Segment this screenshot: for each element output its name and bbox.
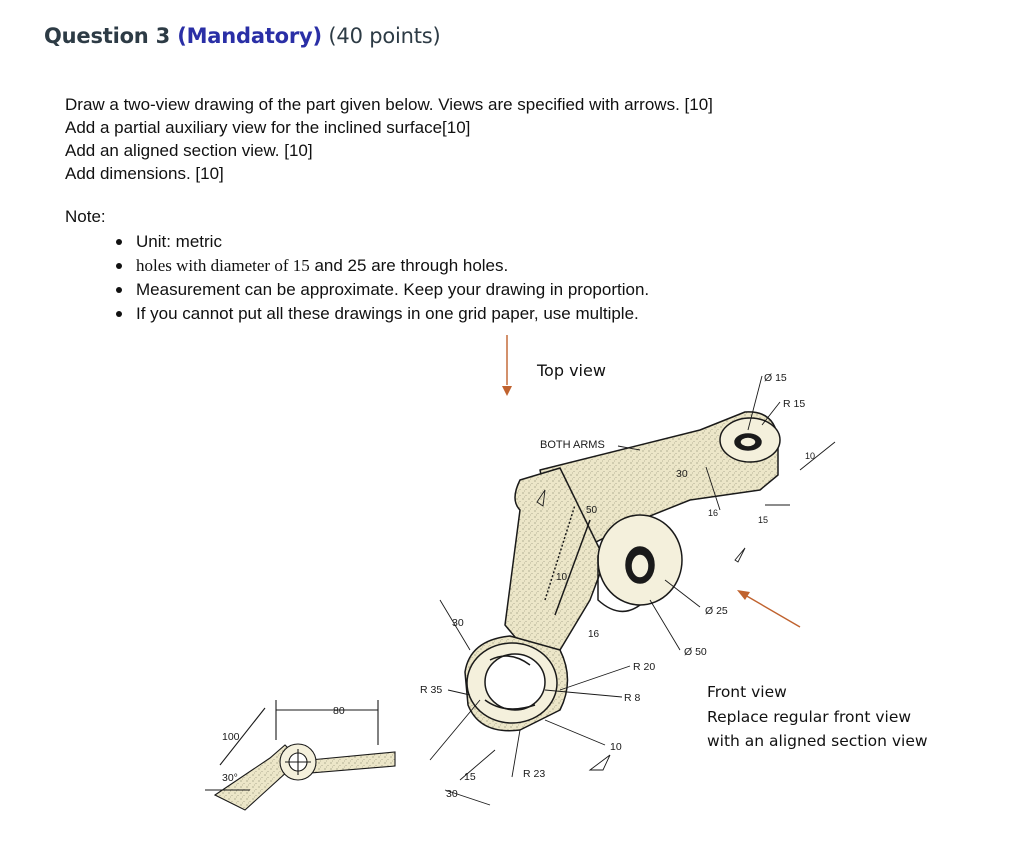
instruction-line: Draw a two-view drawing of the part give… [65,95,713,114]
note-list: Unit: metric holes with diameter of 15 a… [112,230,649,326]
front-view-caption-line: with an aligned section view [707,732,928,750]
note-item: holes with diameter of 15 and 25 are thr… [112,254,649,278]
dim-10-bottom: 10 [610,741,622,753]
dim-dia-50: Ø 50 [684,646,707,658]
dim-15-right: 15 [758,515,768,525]
dim-30-top: 30 [676,468,688,480]
dim-30-bottom: 30 [446,788,458,800]
dim-80: 80 [333,705,345,717]
instructions: Draw a two-view drawing of the part give… [65,93,713,185]
dim-dia-15: Ø 15 [764,372,787,384]
dim-16-top: 16 [708,508,718,518]
front-view-caption: Front view Replace regular front view wi… [707,680,928,754]
note-item: If you cannot put all these drawings in … [112,302,649,326]
dim-100: 100 [222,731,240,743]
top-view-arrow [502,335,512,396]
front-view-arrow [737,590,801,628]
points-label: (40 points) [321,24,441,48]
dim-r-8: R 8 [624,692,641,704]
part-body [464,411,781,732]
dim-r-20: R 20 [633,661,655,673]
instruction-line: Add an aligned section view. [10] [65,141,313,160]
dim-dia-25: Ø 25 [705,605,728,617]
dim-50-arm: 50 [586,505,598,516]
part-drawing: Ø 15 R 15 BOTH ARMS 30 10 16 15 50 10 16… [205,335,836,811]
small-iso-view [205,700,396,811]
dim-r-35: R 35 [420,684,442,696]
dim-10-arm: 10 [556,572,568,583]
dimension-lines [429,375,836,806]
dim-30-deg: 30° [222,772,238,784]
top-view-caption: Top view [537,361,606,380]
instruction-line: Add dimensions. [10] [65,164,224,183]
dim-both-arms: BOTH ARMS [540,439,605,451]
question-number: Question 3 [44,24,178,48]
dim-10-right: 10 [805,451,815,461]
front-view-caption-line: Front view [707,683,787,701]
question-title: Question 3 (Mandatory) (40 points) [44,24,441,48]
dim-30-left: 30 [452,617,464,629]
front-view-caption-line: Replace regular front view [707,707,912,726]
mandatory-label: (Mandatory) [177,24,322,48]
note-label: Note: [65,207,106,226]
dim-15-bottom: 15 [464,771,476,783]
instruction-line: Add a partial auxiliary view for the inc… [65,118,471,137]
dimension-labels: Ø 15 R 15 BOTH ARMS 30 10 16 15 50 10 16… [222,372,815,800]
dim-16-arm: 16 [588,629,600,640]
dim-r-23: R 23 [523,768,545,780]
dim-r-15: R 15 [783,398,805,410]
note-item: Unit: metric [112,230,649,254]
note-item: Measurement can be approximate. Keep you… [112,278,649,302]
